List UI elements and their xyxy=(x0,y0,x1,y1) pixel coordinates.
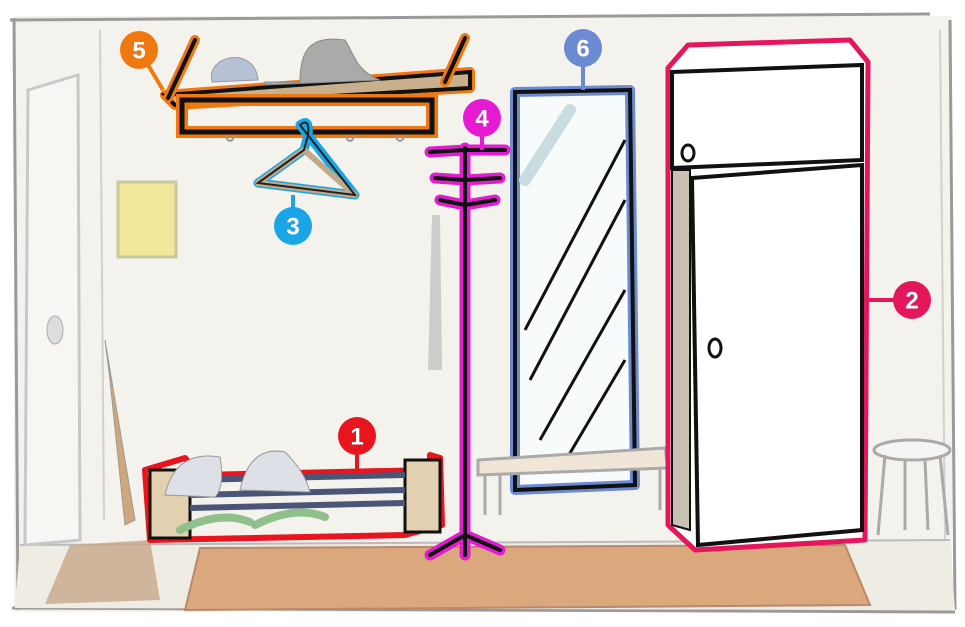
wardrobe xyxy=(665,37,871,553)
hanger xyxy=(253,118,360,200)
badge-number-6: 6 xyxy=(576,36,589,63)
mirror xyxy=(510,85,640,495)
door xyxy=(23,72,82,547)
key-box xyxy=(116,180,178,259)
umbrella xyxy=(104,339,136,526)
label-2: 2 xyxy=(866,281,931,319)
doormat xyxy=(45,540,160,604)
door-handle xyxy=(46,315,64,345)
label-3: 3 xyxy=(274,195,312,245)
coat-stand xyxy=(424,142,511,561)
badge-number-2: 2 xyxy=(905,288,918,315)
frame-border xyxy=(9,12,957,614)
shoe-rack xyxy=(142,450,445,543)
badge-number-5: 5 xyxy=(132,38,145,65)
label-1: 1 xyxy=(338,417,376,472)
badge-number-1: 1 xyxy=(350,424,363,451)
label-6: 6 xyxy=(564,29,602,90)
label-5: 5 xyxy=(120,31,165,92)
badge-number-4: 4 xyxy=(475,106,489,133)
label-4: 4 xyxy=(463,99,501,150)
hanging-bag xyxy=(428,215,442,370)
badge-number-3: 3 xyxy=(286,214,299,241)
badge-circle xyxy=(338,417,376,455)
stool xyxy=(872,438,952,536)
rug xyxy=(183,543,872,612)
hat-shelf xyxy=(160,33,475,142)
